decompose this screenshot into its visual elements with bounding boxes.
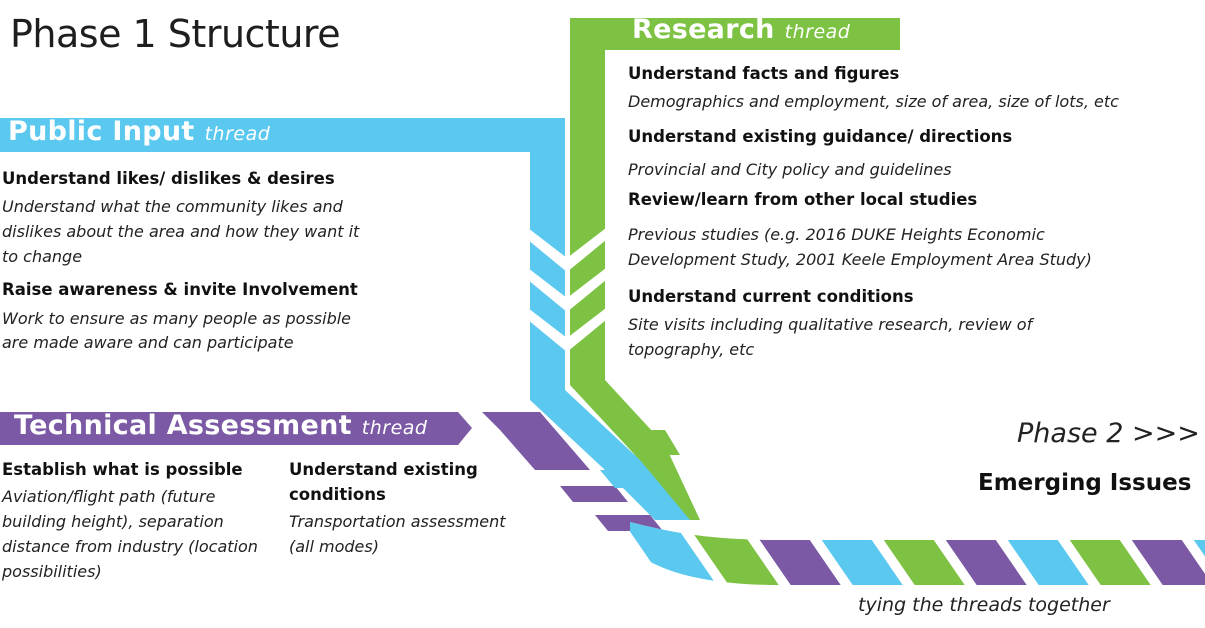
research-thread-word: thread [784, 21, 851, 43]
rope-strand [1056, 522, 1161, 585]
technical-thread-band [0, 412, 472, 445]
rope-strand [870, 522, 975, 585]
research-item-4-desc-line2: topography, etc [628, 340, 755, 359]
technical-item-1-desc-line3: distance from industry (location [2, 537, 258, 556]
public-input-thread-name: Public Input [8, 116, 195, 147]
public-input-thread-header: Public Input thread [8, 116, 270, 147]
page-title: Phase 1 Structure [10, 12, 341, 56]
research-item-3-desc-line2: Development Study, 2001 Keele Employment… [628, 250, 1092, 269]
technical-item-2-desc-line2: (all modes) [289, 537, 379, 556]
public-item-1-desc-line2: dislikes about the area and how they wan… [2, 222, 360, 241]
technical-item-2-heading-line2: conditions [289, 485, 386, 504]
research-item-1-desc: Demographics and employment, size of are… [628, 92, 1119, 111]
research-item-2-desc: Provincial and City policy and guideline… [628, 160, 952, 179]
technical-item-1-heading: Establish what is possible [2, 460, 243, 479]
public-item-1-desc-line1: Understand what the community likes and [2, 197, 343, 216]
technical-item-1-desc-line1: Aviation/flight path (future [2, 487, 216, 506]
rope-strand [932, 522, 1037, 585]
research-item-3-desc-line1: Previous studies (e.g. 2016 DUKE Heights… [628, 225, 1045, 244]
phase2-label: Phase 2 >>> [1017, 418, 1200, 449]
technical-item-2-desc-line1: Transportation assessment [289, 512, 506, 531]
public-input-thread-word: thread [204, 123, 271, 145]
technical-item-2-heading-line1: Understand existing [289, 460, 478, 479]
research-item-4-heading: Understand current conditions [628, 287, 914, 306]
technical-item-1-desc-line4: possibilities) [2, 562, 102, 581]
technical-thread-word: thread [361, 417, 428, 439]
technical-item-1-desc-line2: building height), separation [2, 512, 224, 531]
research-thread-name: Research [632, 14, 775, 45]
technical-thread-name: Technical Assessment [14, 410, 352, 441]
research-item-1-heading: Understand facts and figures [628, 64, 900, 83]
public-item-2-heading: Raise awareness & invite Involvement [2, 280, 358, 299]
rope-strand [808, 522, 913, 585]
public-item-2-desc-line2: are made aware and can participate [2, 333, 294, 352]
public-item-1-heading: Understand likes/ dislikes & desires [2, 169, 335, 188]
rope-strand [746, 522, 851, 585]
rope-strand [1118, 522, 1205, 585]
technical-thread-header: Technical Assessment thread [14, 410, 428, 441]
research-thread-header: Research thread [632, 14, 850, 45]
emerging-issues-label: Emerging Issues [978, 470, 1192, 496]
rope-strand [684, 522, 789, 585]
braided-rope [630, 522, 1205, 585]
public-item-2-desc-line1: Work to ensure as many people as possibl… [2, 309, 352, 328]
research-item-4-desc-line1: Site visits including qualitative resear… [628, 315, 1033, 334]
research-thread-band [570, 18, 900, 520]
rope-strand [994, 522, 1099, 585]
technical-chevron [482, 412, 590, 470]
descent-chevron-cuts [528, 228, 606, 352]
public-item-1-desc-line3: to change [2, 247, 83, 266]
tying-threads-caption: tying the threads together [858, 594, 1110, 616]
research-item-3-heading: Review/learn from other local studies [628, 190, 978, 209]
research-item-2-heading: Understand existing guidance/ directions [628, 127, 1013, 146]
